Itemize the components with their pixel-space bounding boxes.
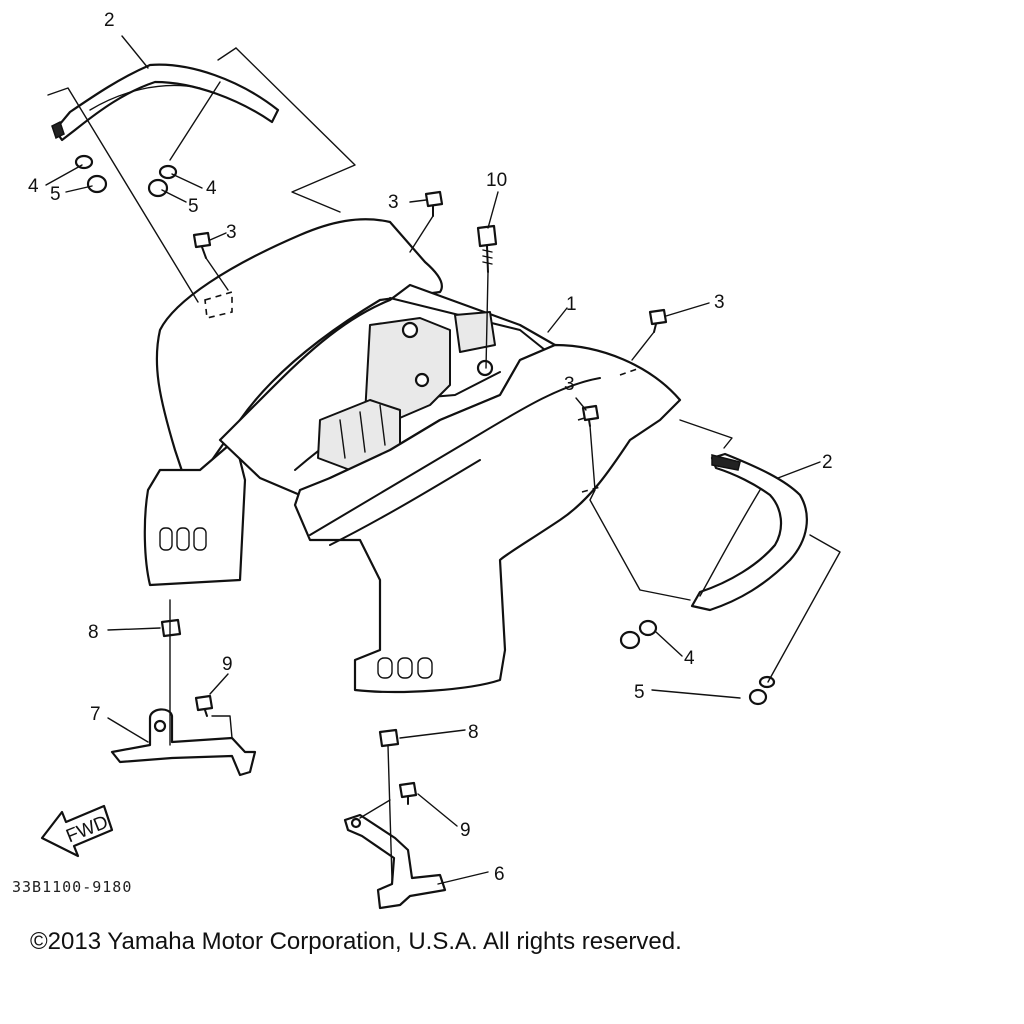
callout-6: 6: [494, 864, 505, 885]
callout-3: 3: [388, 192, 399, 213]
callout-8: 8: [88, 622, 99, 643]
battery-box-recess: [317, 311, 496, 471]
copyright-notice: ©2013 Yamaha Motor Corporation, U.S.A. A…: [30, 928, 682, 955]
callout-4: 4: [28, 176, 39, 197]
hardware-bolts: [192, 190, 668, 805]
callout-3: 3: [226, 222, 237, 243]
forward-direction-arrow: FWD: [40, 804, 114, 858]
callout-10: 10: [486, 170, 507, 191]
callout-1: 1: [566, 294, 577, 315]
callout-numbers: 2 4 5 4 5 3 3 10 1 3 3 2 8 9 7 4 5 8 9 6: [28, 10, 833, 885]
callout-4: 4: [206, 178, 217, 199]
callout-5: 5: [188, 196, 199, 217]
left-grab-bar: [51, 63, 280, 142]
hardware-dampers: [160, 618, 400, 748]
callout-2: 2: [822, 452, 833, 473]
callout-2: 2: [104, 10, 115, 31]
left-mounting-bracket: [110, 708, 257, 777]
callout-9: 9: [222, 654, 233, 675]
callout-9: 9: [460, 820, 471, 841]
callout-3: 3: [564, 374, 575, 395]
rear-fender-body: [143, 218, 682, 694]
right-mounting-bracket: [343, 813, 447, 910]
callout-7: 7: [90, 704, 101, 725]
right-footrest-grip: [377, 657, 433, 679]
right-grab-bar: [690, 452, 808, 612]
callout-5: 5: [634, 682, 645, 703]
callout-3: 3: [714, 292, 725, 313]
callout-4: 4: [684, 648, 695, 669]
callout-8: 8: [468, 722, 479, 743]
left-footrest-grip: [159, 527, 207, 551]
callout-leaders: [45, 35, 821, 885]
callout-5: 5: [50, 184, 61, 205]
hardware-collars-nuts: [74, 154, 776, 706]
assembly-leader-lines: [47, 47, 841, 881]
diagram-reference-code: 33B1100-9180: [12, 878, 133, 896]
